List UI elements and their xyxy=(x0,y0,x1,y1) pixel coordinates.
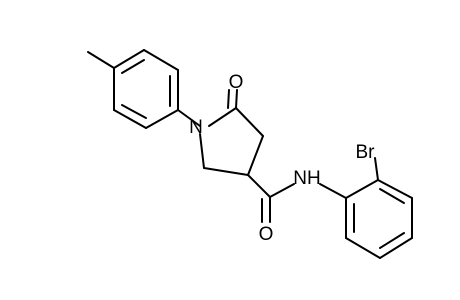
bond-tolyl-2 xyxy=(143,49,179,71)
bond-ring-n-c2 xyxy=(208,107,237,127)
bond-bp-2 xyxy=(345,179,379,199)
bond-ring-c2-c3 xyxy=(235,107,264,137)
bond-bp-3 xyxy=(377,179,413,199)
atom-label-n-ring: N xyxy=(189,117,203,138)
atom-label-nh: NH xyxy=(293,168,320,189)
bond-n-aryl xyxy=(177,109,201,127)
bond-ring-c3-c4 xyxy=(247,135,264,176)
atom-label-br: Br xyxy=(356,142,376,163)
bond-bp-inner-c xyxy=(379,232,405,249)
bond-tolyl-1 xyxy=(113,49,145,69)
atom-label-o-ketone: O xyxy=(229,72,244,93)
bond-c4-carbonyl xyxy=(247,174,271,198)
bond-tolyl-inner-c xyxy=(121,104,147,119)
bond-ketone-a xyxy=(235,89,238,109)
bond-ketone-b xyxy=(227,89,230,109)
bond-bp-6 xyxy=(345,237,381,259)
bond-carbonyl-nh xyxy=(269,183,295,198)
bond-tolyl-4 xyxy=(145,109,179,129)
bond-tolyl-5 xyxy=(113,109,147,129)
bond-methyl xyxy=(87,51,115,69)
bond-ring-c4-c5 xyxy=(203,167,249,176)
atom-label-o-amide: O xyxy=(259,224,274,245)
bond-nh-aryl xyxy=(319,183,347,199)
bond-c-br xyxy=(374,157,379,181)
bond-tolyl-inner-a xyxy=(121,59,145,74)
bond-bp-5 xyxy=(379,237,413,259)
bond-ring-c5-n xyxy=(199,133,205,169)
bond-bp-inner-b xyxy=(379,188,405,204)
